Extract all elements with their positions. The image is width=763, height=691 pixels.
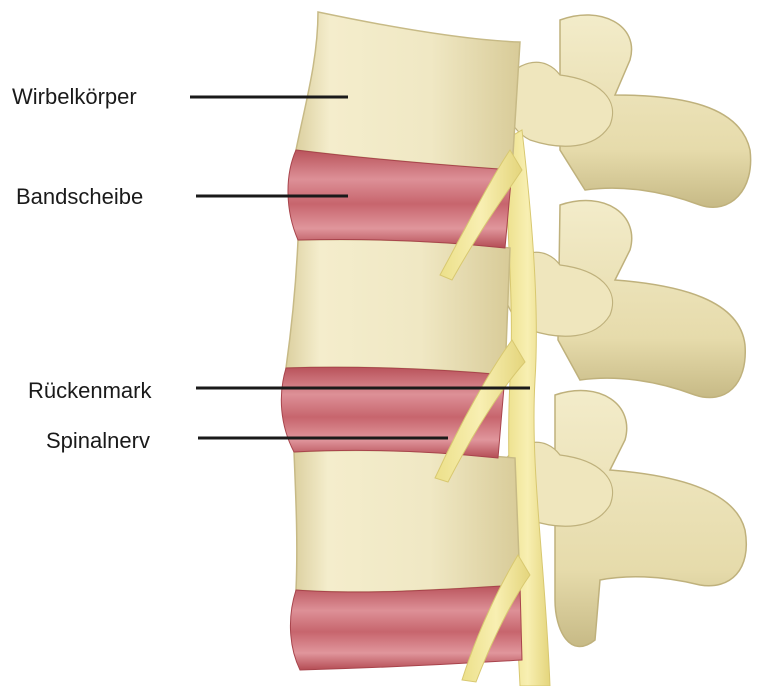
vertebral-body-1 <box>296 12 520 170</box>
vertebral-body-2 <box>286 239 510 375</box>
label-vertebral-body: Wirbelkörper <box>12 84 137 110</box>
vertebral-body-3 <box>294 450 520 592</box>
label-spinal-cord: Rückenmark <box>28 378 151 404</box>
vertebral-bodies <box>286 12 520 592</box>
label-spinal-nerve: Spinalnerv <box>46 428 150 454</box>
label-disc: Bandscheibe <box>16 184 143 210</box>
